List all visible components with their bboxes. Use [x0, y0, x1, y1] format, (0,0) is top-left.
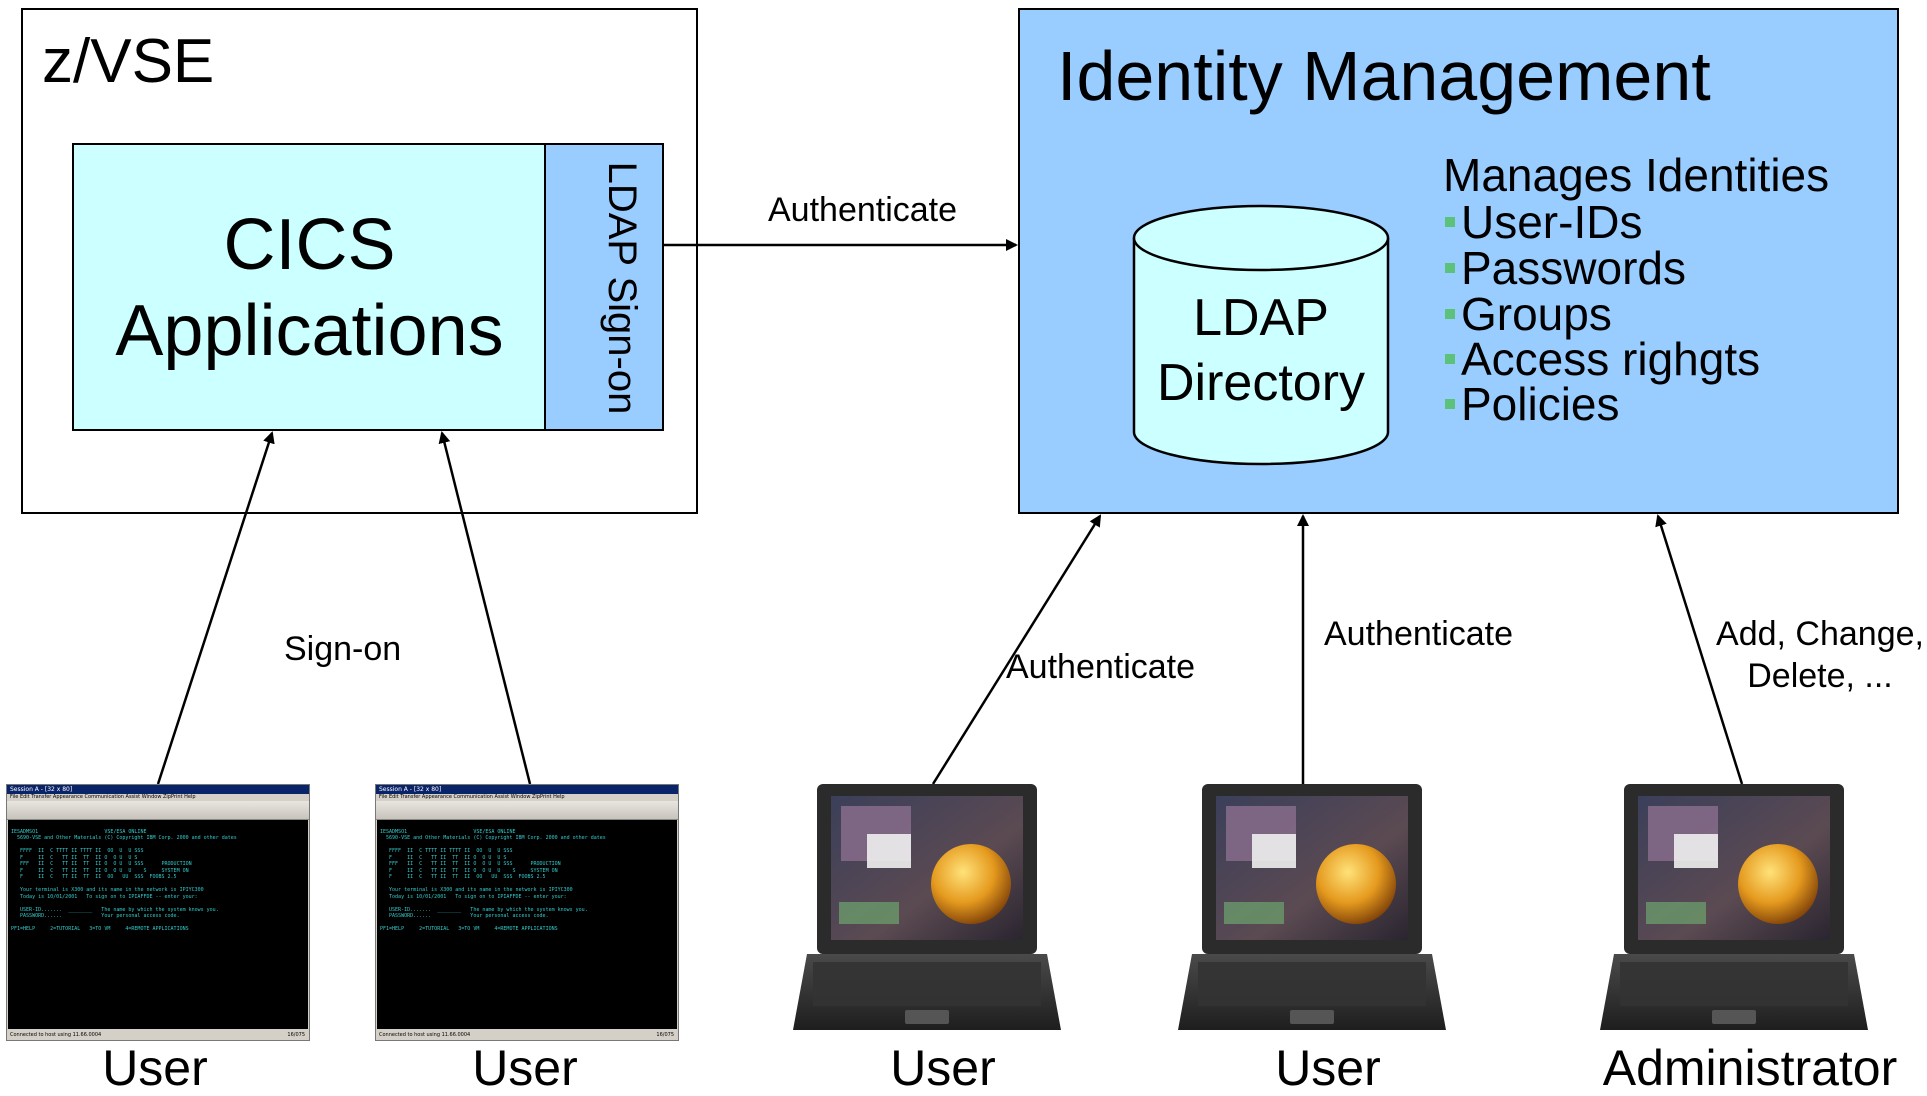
- bullet-icon: [1445, 308, 1455, 319]
- terminal-line: F II C TT II TT II O O U U S SYSTEM ON: [380, 867, 558, 874]
- terminal-menu-text: File Edit Transfer Appearance Communicat…: [379, 794, 565, 800]
- identity-item-userids: User-IDs: [1445, 195, 1642, 249]
- manages-identities-title: Manages Identities: [1443, 149, 1830, 201]
- cics-applications-box: [72, 143, 547, 431]
- terminal-toolbar: [376, 801, 678, 820]
- terminal-line: PF1=HELP 2=TUTORIAL 3=TO VM 4=REMOTE APP…: [11, 926, 189, 932]
- terminal-toolbar: [7, 801, 309, 820]
- laptop-icon-1: [793, 784, 1061, 1030]
- user-label-4: User: [1275, 1040, 1381, 1096]
- signon-label: Sign-on: [284, 630, 402, 668]
- terminal-line: IESADMSO1 VSE/ESA ONLINE: [11, 828, 147, 835]
- arrow-admin-to-identity: [1655, 514, 1744, 785]
- terminal-line: 5690-VSE and Other Materials (C) Copyrig…: [380, 835, 606, 841]
- administrator-label: Administrator: [1602, 1040, 1898, 1096]
- terminal-line: F II C TT II TT II O O U U S SYSTEM ON: [11, 867, 189, 874]
- zvse-title: z/VSE: [42, 27, 215, 96]
- user-label-2: User: [472, 1040, 578, 1096]
- authenticate-label-laptop1: Authenticate: [1006, 648, 1196, 686]
- terminal-line: 5690-VSE and Other Materials (C) Copyrig…: [11, 835, 237, 841]
- arrow-user2-to-cics: [438, 431, 532, 785]
- bullet-icon: [1445, 398, 1455, 409]
- terminal-line: Your terminal is X300 and its name in th…: [11, 887, 204, 893]
- terminal-status-right: 16/075: [287, 1032, 305, 1038]
- bullet-icon: [1445, 262, 1455, 273]
- terminal-line: FFF II C TT II TT II O O U U SSS PRODUCT…: [11, 861, 192, 867]
- cics-label: CICS: [223, 205, 396, 285]
- identity-item-groups: Groups: [1445, 287, 1612, 341]
- ldap-directory-line2: Directory: [1156, 354, 1366, 412]
- terminal-status-right: 16/075: [656, 1032, 674, 1038]
- terminal-line: PASSWORD...... Your personal access code…: [380, 913, 549, 919]
- terminal-screenshot-1: Session A - [32 x 80] File Edit Transfer…: [6, 784, 310, 1041]
- terminal-status-left: Connected to host using 11.66.0004: [379, 1032, 471, 1038]
- user-label-1: User: [102, 1040, 208, 1096]
- identity-item-label: Policies: [1461, 378, 1620, 430]
- terminal-line: FFFF II C TTTT II TTTT II OO U U SSS: [380, 848, 513, 854]
- terminal-screen: IESADMSO1 VSE/ESA ONLINE 5690-VSE and Ot…: [377, 820, 677, 1029]
- bullet-icon: [1445, 216, 1455, 227]
- applications-label: Applications: [115, 291, 504, 371]
- terminal-screenshot-2: Session A - [32 x 80] File Edit Transfer…: [375, 784, 679, 1041]
- arrow-user1-to-cics: [156, 431, 275, 785]
- terminal-line: F II C TT II TT II O O U U S: [380, 854, 507, 861]
- identity-item-passwords: Passwords: [1445, 241, 1686, 295]
- terminal-title-text: Session A - [32 x 80]: [10, 786, 73, 793]
- identity-item-label: Passwords: [1461, 242, 1686, 294]
- user-label-3: User: [890, 1040, 996, 1096]
- terminal-menu-text: File Edit Transfer Appearance Communicat…: [10, 794, 196, 800]
- terminal-titlebar: Session A - [32 x 80]: [7, 785, 309, 794]
- admin-action-label-line2: Delete, ...: [1747, 657, 1893, 695]
- identity-item-label: Access righgts: [1461, 333, 1761, 385]
- terminal-line: Today is 10/01/2001 To sign on to IPIAFF…: [380, 893, 567, 900]
- terminal-line: FFF II C TT II TT II O O U U SSS PRODUCT…: [380, 861, 561, 867]
- identity-item-policies: Policies: [1445, 377, 1620, 431]
- terminal-line: USER-ID....... ________ The name by whic…: [11, 906, 219, 913]
- terminal-titlebar: Session A - [32 x 80]: [376, 785, 678, 794]
- laptop-icon-2: [1178, 784, 1446, 1030]
- terminal-statusbar: Connected to host using 11.66.0004 16/07…: [7, 1030, 309, 1040]
- terminal-menubar: File Edit Transfer Appearance Communicat…: [376, 794, 678, 801]
- terminal-menubar: File Edit Transfer Appearance Communicat…: [7, 794, 309, 801]
- terminal-line: F II C TT II TT II OO UU SSS FOOBS 2.5: [11, 874, 177, 880]
- laptop-icon-3: [1600, 784, 1868, 1030]
- terminal-line: Today is 10/01/2001 To sign on to IPIAFF…: [11, 893, 198, 900]
- ldap-signon-box: [544, 143, 664, 431]
- terminal-line: FFFF II C TTTT II TTTT II OO U U SSS: [11, 848, 144, 854]
- terminal-statusbar: Connected to host using 11.66.0004 16/07…: [376, 1030, 678, 1040]
- identity-item-access-rights: Access righgts: [1445, 332, 1760, 386]
- ldap-directory-line1: LDAP: [1193, 289, 1329, 347]
- terminal-line: IESADMSO1 VSE/ESA ONLINE: [380, 828, 516, 835]
- authenticate-label-top: Authenticate: [768, 191, 958, 229]
- admin-action-label-line1: Add, Change,: [1716, 615, 1924, 653]
- terminal-status-left: Connected to host using 11.66.0004: [10, 1032, 102, 1038]
- identity-item-label: Groups: [1461, 288, 1612, 340]
- bullet-icon: [1445, 353, 1455, 364]
- terminal-line: USER-ID....... ________ The name by whic…: [380, 906, 588, 913]
- terminal-line: Your terminal is X300 and its name in th…: [380, 887, 573, 893]
- terminal-screen: IESADMSO1 VSE/ESA ONLINE 5690-VSE and Ot…: [8, 820, 308, 1029]
- arrow-user3-to-identity: [931, 514, 1102, 785]
- terminal-title-text: Session A - [32 x 80]: [379, 786, 442, 793]
- authenticate-label-laptop2: Authenticate: [1324, 615, 1514, 653]
- terminal-line: PF1=HELP 2=TUTORIAL 3=TO VM 4=REMOTE APP…: [380, 926, 558, 932]
- terminal-line: PASSWORD...... Your personal access code…: [11, 913, 180, 919]
- identity-management-title: Identity Management: [1057, 37, 1711, 115]
- terminal-line: F II C TT II TT II O O U U S: [11, 854, 138, 861]
- terminal-line: F II C TT II TT II OO UU SSS FOOBS 2.5: [380, 874, 546, 880]
- identity-item-label: User-IDs: [1461, 196, 1643, 248]
